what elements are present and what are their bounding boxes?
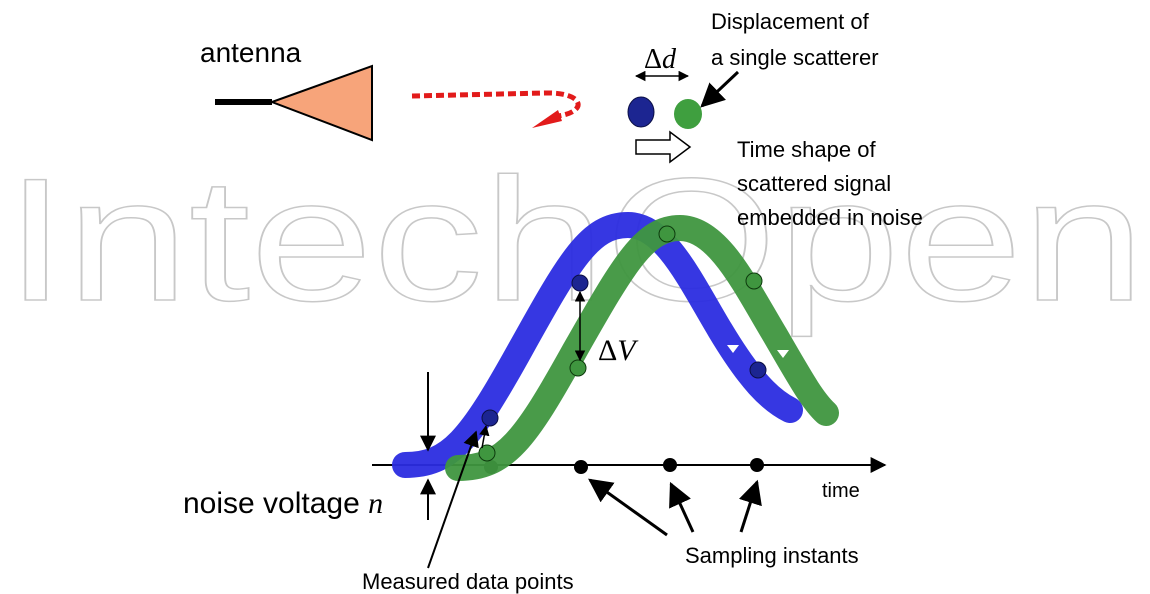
sampling-dot	[574, 460, 588, 474]
antenna-label: antenna	[200, 37, 302, 68]
curve-tick	[777, 350, 789, 358]
sampling-dot	[663, 458, 677, 472]
incident-wave-arrow	[411, 90, 581, 128]
blue-data-point	[481, 409, 499, 427]
blue-data-point	[571, 274, 589, 292]
displacement-pointer-arrow	[700, 70, 740, 108]
antenna-group: antenna	[200, 37, 373, 142]
green-data-point	[478, 444, 496, 462]
curve-tick	[578, 376, 590, 384]
curve-tick	[528, 372, 540, 380]
sampling-pointers	[588, 478, 762, 537]
green-scatterer	[674, 99, 702, 129]
delta-d-label: Δd	[644, 44, 677, 75]
noise-offset-arrow	[479, 424, 490, 449]
blue-data-point	[749, 361, 767, 379]
time-shape-label: Time shape of scattered signal embedded …	[737, 137, 923, 230]
motion-arrow-icon	[635, 130, 692, 164]
time-axis-label: time	[822, 480, 860, 502]
sampling-instants-label: Sampling instants	[685, 543, 859, 568]
measured-pointer-arrow	[427, 430, 479, 569]
green-data-point	[569, 359, 587, 377]
sampling-pointer-arrow	[588, 478, 668, 537]
delta-v-label: ΔV	[598, 334, 639, 367]
displacement-label: Displacement of a single scatterer	[711, 9, 879, 70]
wave-arrowhead-icon	[532, 110, 562, 128]
measured-data-label: Measured data points	[362, 569, 574, 594]
sampling-pointer-arrow	[669, 481, 695, 533]
sampling-dot	[750, 458, 764, 472]
data-points	[478, 225, 767, 462]
blue-scatterer	[627, 96, 655, 128]
green-data-point	[745, 272, 763, 290]
green-data-point	[658, 225, 676, 243]
noise-voltage-label: noise voltage n	[183, 487, 383, 520]
antenna-horn-icon	[269, 64, 373, 142]
blue-signal-curve	[392, 211, 803, 478]
curve-tick	[727, 345, 739, 353]
curve-markers	[528, 345, 789, 384]
sampling-pointer-arrow	[738, 479, 762, 533]
wave-path	[411, 90, 581, 119]
scatterers: Δd	[627, 44, 740, 164]
